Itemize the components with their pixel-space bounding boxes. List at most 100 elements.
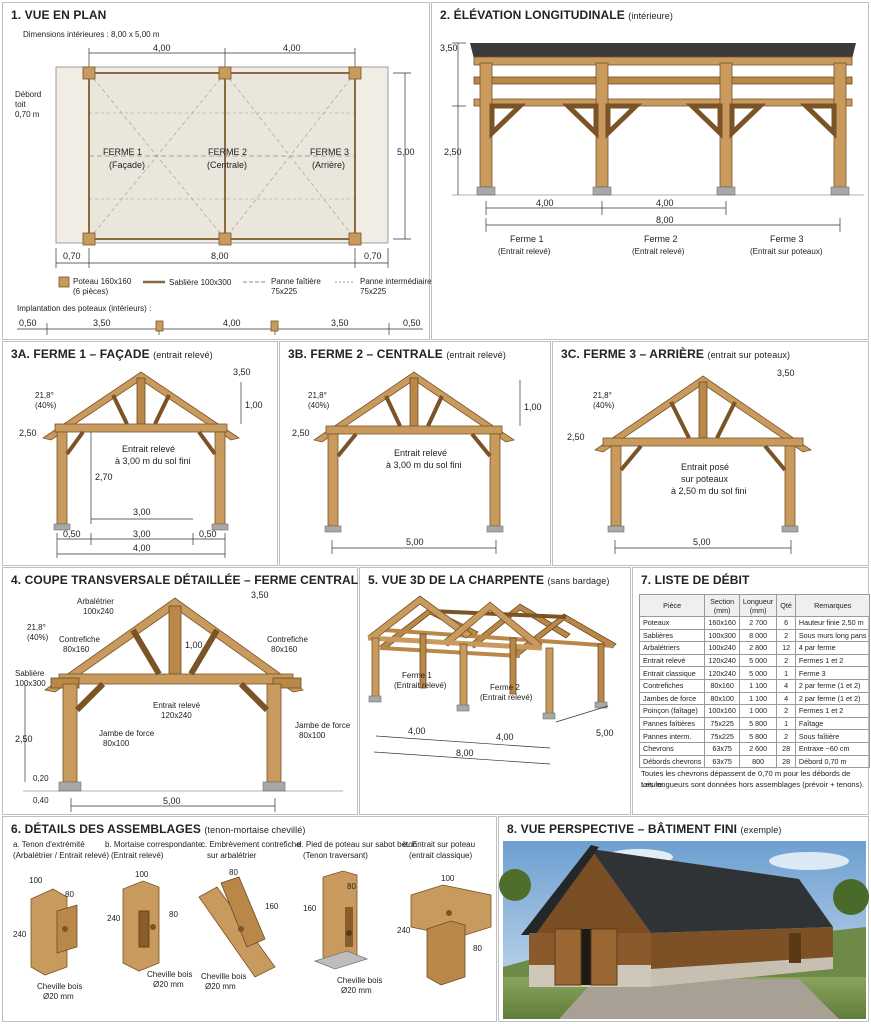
plan-overhang-2: toit: [15, 100, 26, 109]
col-header: Section (mm): [704, 594, 740, 617]
table-cell: 1: [776, 716, 796, 731]
plan-impl-1: 0,50: [19, 318, 37, 328]
f3-post-left: [610, 445, 622, 527]
panel-ferme3: 3C. FERME 3 – ARRIÈRE (entrait sur potea…: [552, 341, 869, 566]
panel-3d: 5. VUE 3D DE LA CHARPENTE (sans bardage)…: [359, 567, 631, 815]
table-cell: 2: [776, 653, 796, 668]
debit-title: 7. LISTE DE DÉBIT: [641, 573, 750, 587]
elev-label-1b: (Entrait relevé): [498, 247, 551, 256]
vue3d-d1: 4,00: [408, 726, 426, 736]
table-cell: Jambes de force: [638, 691, 706, 706]
f1-bot-2: 3,00: [133, 529, 151, 539]
coupe-arba-2: 100x240: [83, 607, 114, 616]
plan-ferme3-sub: (Arrière): [312, 160, 345, 170]
det-c-d1: 80: [229, 868, 238, 877]
panel-perspective: 8. VUE PERSPECTIVE – BÂTIMENT FINI (exem…: [498, 816, 869, 1022]
f1-rise: 1,00: [245, 400, 263, 410]
persp-title-text: 8. VUE PERSPECTIVE – BÂTIMENT FINI: [507, 822, 738, 836]
coupe-angle-pct: (40%): [27, 633, 49, 642]
f2-note-2: à 3,00 m du sol fini: [386, 460, 462, 470]
f3-note-2: sur poteaux: [681, 474, 729, 484]
plan-total: 8,00: [211, 251, 229, 261]
f2-angle-pct: (40%): [308, 401, 330, 410]
table-cell: Entrait relevé: [638, 653, 706, 668]
plan-impl-2: 3,50: [93, 318, 111, 328]
coupe-post-right: [266, 683, 282, 783]
legend-interm-2: 75x225: [360, 287, 387, 296]
f1-title-text: 3A. FERME 1 – FAÇADE: [11, 347, 150, 361]
f1-title: 3A. FERME 1 – FAÇADE (entrait relevé): [11, 347, 213, 361]
table-cell: Sablières: [638, 628, 706, 643]
vue3d-f1-2: (Entrait relevé): [394, 681, 447, 690]
table-cell: 100x300: [704, 628, 740, 643]
col-header: Longueur (mm): [738, 594, 778, 617]
table-cell: 100x240: [704, 641, 740, 655]
elev-span-1: 4,00: [536, 198, 554, 208]
coupe-contre-l-1: Contrefiche: [59, 635, 100, 644]
coupe-contre-r-2: 80x160: [271, 645, 298, 654]
details-drawing: a. Tenon d'extrémité (Arbalétrier / Entr…: [13, 840, 492, 1001]
coupe-contre-l-2: 80x160: [63, 645, 90, 654]
elev-span-2: 4,00: [656, 198, 674, 208]
det-d-t2: (Tenon traversant): [303, 851, 368, 860]
table-cell: 80x100: [704, 691, 740, 706]
table-cell: 2 par ferme (1 et 2): [794, 691, 871, 706]
f1-h-side: 2,50: [19, 428, 37, 438]
legend-faitiere-1: Panne faîtière: [271, 277, 321, 286]
table-cell: 160x160: [704, 616, 740, 630]
det-b-peg2: Ø20 mm: [153, 980, 184, 989]
table-cell: Poinçon (faîtage): [638, 704, 706, 718]
elev-h-post: 2,50: [444, 147, 462, 157]
det-e-t2: (entrait classique): [409, 851, 472, 860]
det-a-t2: (Arbalétrier / Entrait relevé): [13, 851, 109, 860]
table-cell: Débords chevrons: [638, 754, 706, 769]
table-cell: 2: [776, 628, 796, 643]
table-cell: Entraxe ~60 cm: [794, 741, 871, 756]
det-b-t2: (Entrait relevé): [111, 851, 164, 860]
panel-details: 6. DÉTAILS DES ASSEMBLAGES (tenon-mortai…: [2, 816, 497, 1022]
table-cell: 1 100: [738, 691, 778, 706]
legend-sabliere: Sablière 100x300: [169, 278, 232, 287]
table-cell: 800: [738, 754, 778, 769]
table-cell: 5 000: [738, 653, 778, 668]
det-a-t1: a. Tenon d'extrémité: [13, 840, 85, 849]
table-cell: 75x225: [704, 716, 740, 731]
det-d-peg2: Ø20 mm: [341, 986, 372, 995]
table-cell: 63x75: [704, 741, 740, 756]
vue3d-total: 8,00: [456, 748, 474, 758]
f1-bot-3: 0,50: [199, 529, 217, 539]
table-cell: Pannes faîtières: [638, 716, 706, 731]
f3-angle: 21,8°: [593, 391, 612, 400]
table-cell: 28: [776, 741, 796, 756]
det-c-d2: 160: [265, 902, 279, 911]
table-cell: Débord 0,70 m: [794, 754, 871, 769]
vue3d-f2-2: (Entrait relevé): [480, 693, 533, 702]
det-a-d1: 100: [29, 876, 43, 885]
plan-ferme2-name: FERME 2: [208, 147, 247, 157]
table-cell: 1 000: [738, 704, 778, 718]
elev-label-1: Ferme 1: [510, 234, 544, 244]
table-cell: 4: [776, 691, 796, 706]
f2-title-text: 3B. FERME 2 – CENTRALE: [288, 347, 443, 361]
coupe-title: 4. COUPE TRANSVERSALE DÉTAILLÉE – FERME …: [11, 573, 367, 587]
det-b-d2: 80: [169, 910, 178, 919]
det-d-t1: d. Pied de poteau sur sabot béton: [297, 840, 417, 849]
table-cell: 5 800: [738, 716, 778, 731]
det-b-peg1: Cheville bois: [147, 970, 192, 979]
plan-ov-left: 0,70: [63, 251, 81, 261]
table-cell: 4 par ferme: [794, 641, 871, 655]
col-header: Qté: [776, 594, 796, 617]
f1-inner: 3,00: [133, 507, 151, 517]
table-cell: Contrefiches: [638, 678, 706, 693]
coupe-sabliere-1: Sablière: [15, 669, 45, 678]
coupe-entrait-1: Entrait relevé: [153, 701, 201, 710]
post-marker: [82, 232, 96, 246]
f2-angle: 21,8°: [308, 391, 327, 400]
f3-note-1: Entrait posé: [681, 462, 729, 472]
table-cell: 1: [776, 666, 796, 680]
det-a-peg2: Ø20 mm: [43, 992, 74, 1001]
coupe-h-top: 3,50: [251, 590, 269, 600]
